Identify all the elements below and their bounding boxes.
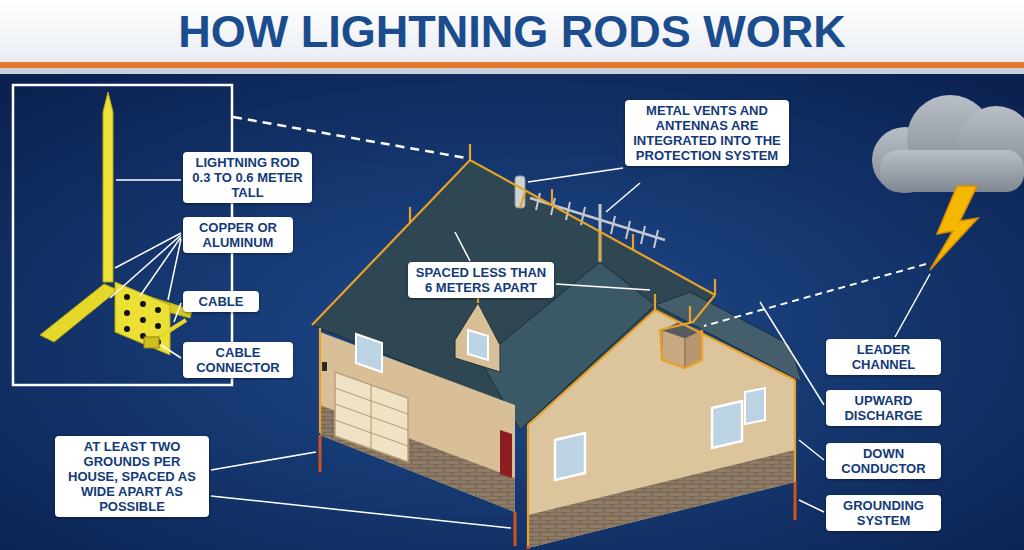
down-conductor (794, 380, 796, 482)
plate-hole (124, 326, 130, 332)
leader-line (528, 168, 623, 182)
garage-door (335, 372, 408, 462)
plate-hole (124, 310, 130, 316)
bond-conductor (599, 232, 601, 262)
callout-box: METAL VENTS AND ANTENNAS ARE INTEGRATED … (625, 100, 789, 166)
leader-line (168, 239, 181, 300)
air-terminal (689, 306, 691, 322)
antenna-elements (536, 193, 658, 248)
inset-leaders (110, 180, 181, 358)
callout-box: LIGHTNING ROD 0.3 TO 0.6 METER TALL (183, 152, 312, 203)
plate-hole (155, 307, 161, 313)
ground-rod (319, 435, 322, 472)
chimney-conductor (660, 295, 715, 368)
callout-box: CABLE CONNECTOR (183, 342, 293, 378)
leader-line (116, 179, 181, 181)
callout-text: LEADER CHANNEL (832, 342, 935, 372)
plate-hole (140, 301, 146, 307)
storm-cloud (872, 95, 1024, 193)
callout-text: CABLE (189, 294, 253, 309)
header-stripe (0, 62, 1024, 68)
down-conductor (527, 425, 529, 546)
dormer (455, 303, 500, 372)
dormer-window (468, 330, 488, 360)
leader-line (760, 302, 824, 405)
callout-box: DOWN CONDUCTOR (826, 443, 941, 479)
callout-box: GROUNDING SYSTEM (826, 495, 941, 531)
leader-line (799, 500, 824, 512)
leader-line (455, 232, 470, 261)
leader-line (799, 440, 824, 460)
rod-fin (40, 284, 118, 342)
roof-vent (515, 176, 525, 208)
callout-box: SPACED LESS THAN 6 METERS APART (408, 262, 554, 298)
house (312, 160, 802, 548)
cable-connector (144, 337, 159, 348)
window (712, 401, 742, 448)
front-door (500, 430, 512, 478)
callout-box: AT LEAST TWO GROUNDS PER HOUSE, SPACED A… (55, 436, 209, 517)
callout-text: SPACED LESS THAN 6 METERS APART (414, 265, 548, 295)
leader-channel-path (704, 264, 926, 326)
roof-conductor (528, 310, 795, 425)
leader-line (895, 274, 930, 337)
bond-conductor (520, 192, 525, 208)
leader-line (556, 284, 650, 290)
plate-hole (124, 294, 130, 300)
window (745, 388, 765, 424)
callout-text: COPPER OR ALUMINUM (189, 220, 287, 250)
leader-line (211, 496, 511, 528)
leader-line (174, 303, 181, 322)
plate-hole (155, 323, 161, 329)
callout-text: AT LEAST TWO GROUNDS PER HOUSE, SPACED A… (61, 439, 203, 514)
air-terminal (714, 279, 716, 295)
callout-box: LEADER CHANNEL (826, 339, 941, 375)
air-terminal (469, 144, 471, 160)
house-leaders (211, 168, 930, 528)
lightning-bolt (930, 186, 978, 270)
leader-line (606, 183, 640, 212)
air-terminal (551, 189, 553, 205)
protection-conductors (312, 144, 795, 546)
garage-door-panels (335, 385, 408, 449)
rod-shaft (103, 92, 113, 282)
callout-text: LIGHTNING ROD 0.3 TO 0.6 METER TALL (189, 155, 306, 200)
down-conductor (319, 328, 321, 433)
window (555, 433, 585, 480)
leader-line (161, 345, 181, 358)
ground-rod (527, 546, 530, 549)
air-terminal (654, 294, 656, 310)
callout-text: CABLE CONNECTOR (189, 345, 287, 375)
page-title: HOW LIGHTNING RODS WORK (0, 0, 1024, 62)
air-terminal (409, 207, 411, 222)
callout-box: COPPER OR ALUMINUM (183, 217, 293, 253)
lightning-rod-detail (40, 92, 192, 355)
callout-text: GROUNDING SYSTEM (832, 498, 935, 528)
callout-box: CABLE (183, 291, 259, 312)
plate-hole (140, 317, 146, 323)
callout-text: DOWN CONDUCTOR (832, 446, 935, 476)
wall-lamp (322, 362, 327, 371)
ground-rods (320, 435, 795, 549)
ground-rod (794, 482, 797, 520)
roof-conductor (312, 160, 715, 325)
callout-box: UPWARD DISCHARGE (826, 390, 941, 426)
background (0, 74, 1024, 550)
antenna-mast (599, 204, 602, 262)
air-terminal (632, 234, 634, 250)
header-stripe (0, 68, 1024, 74)
window (356, 334, 382, 372)
cloud-base (880, 150, 1024, 192)
header-band (0, 0, 1024, 62)
ground-rod (514, 512, 517, 546)
leader-line (211, 452, 316, 470)
callout-text: METAL VENTS AND ANTENNAS ARE INTEGRATED … (631, 103, 783, 163)
callout-text: UPWARD DISCHARGE (832, 393, 935, 423)
